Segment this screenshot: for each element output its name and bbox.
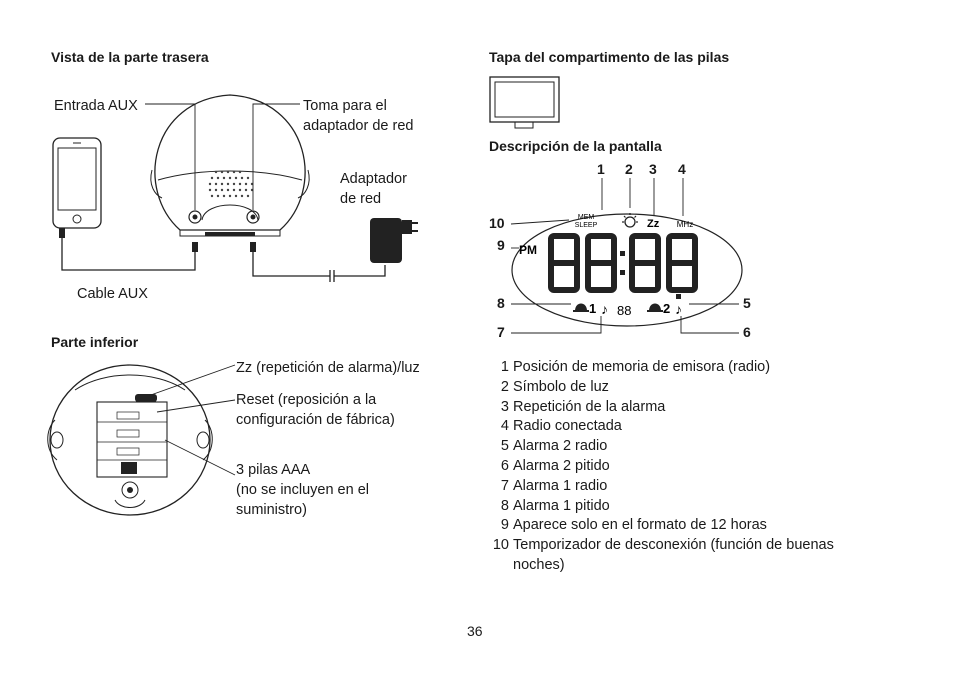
power-jack-label: Toma para el adaptador de red [303, 98, 414, 134]
callout-3: 3 [649, 161, 657, 177]
callout-6: 6 [743, 324, 751, 340]
bottom-view-illustration [47, 364, 236, 516]
battery-compartment [96, 401, 168, 478]
lcd-snooze: Zz [647, 218, 660, 230]
lcd-mhz: MHz [677, 220, 693, 229]
alarm2-note-icon: ♪ [675, 301, 682, 317]
alarm1-note-icon: ♪ [601, 301, 608, 317]
display-heading: Descripción de la pantalla [489, 138, 662, 154]
lcd-time-digits [548, 233, 698, 293]
callout-4: 4 [678, 161, 686, 177]
callout-7: 7 [497, 324, 505, 340]
callout-8: 8 [497, 295, 505, 311]
callout-2: 2 [625, 161, 633, 177]
reset-button [127, 487, 133, 493]
lcd-preset: 88 [617, 303, 631, 318]
power-adapter-icon [370, 218, 418, 263]
speaker-grille [208, 170, 254, 198]
lcd-display-illustration: MEM SLEEP Zz MHz PM 1 ♪ 88 2 ♪ [510, 178, 743, 334]
lcd-alarm2-num: 2 [663, 301, 670, 316]
battery-cover-heading: Tapa del compartimento de las pilas [489, 49, 730, 65]
lcd-pm: PM [519, 243, 537, 257]
aux-in-jack [188, 210, 202, 224]
smartphone-icon [52, 137, 102, 229]
batteries-label: 3 pilas AAA (no se incluyen en el sumini… [236, 462, 369, 518]
adapter-label: Adaptador de red [340, 171, 407, 207]
power-jack [246, 210, 260, 224]
alarm1-bell-icon [573, 303, 589, 312]
callout-9: 9 [497, 237, 505, 253]
alarm2-bell-icon [647, 303, 663, 312]
battery-cover-illustration [489, 76, 560, 129]
snooze-label: Zz (repetición de alarma)/luz [236, 360, 420, 376]
page-number: 36 [467, 623, 483, 639]
reset-label: Reset (reposición a la configuración de … [236, 392, 395, 428]
bottom-view-heading: Parte inferior [51, 334, 139, 350]
callout-5: 5 [743, 295, 751, 311]
aux-in-label: Entrada AUX [54, 98, 138, 114]
aux-cable [61, 230, 196, 271]
light-icon [622, 213, 638, 228]
lcd-mem: MEM [578, 214, 595, 221]
rear-view-heading: Vista de la parte trasera [51, 49, 209, 65]
rear-view-illustration [52, 94, 418, 282]
aux-cable-label: Cable AUX [77, 286, 148, 302]
lcd-sleep: SLEEP [575, 222, 598, 229]
snooze-light-button [135, 394, 157, 402]
lcd-alarm1-num: 1 [589, 301, 596, 316]
callout-1: 1 [597, 161, 605, 177]
callout-10: 10 [489, 215, 505, 231]
